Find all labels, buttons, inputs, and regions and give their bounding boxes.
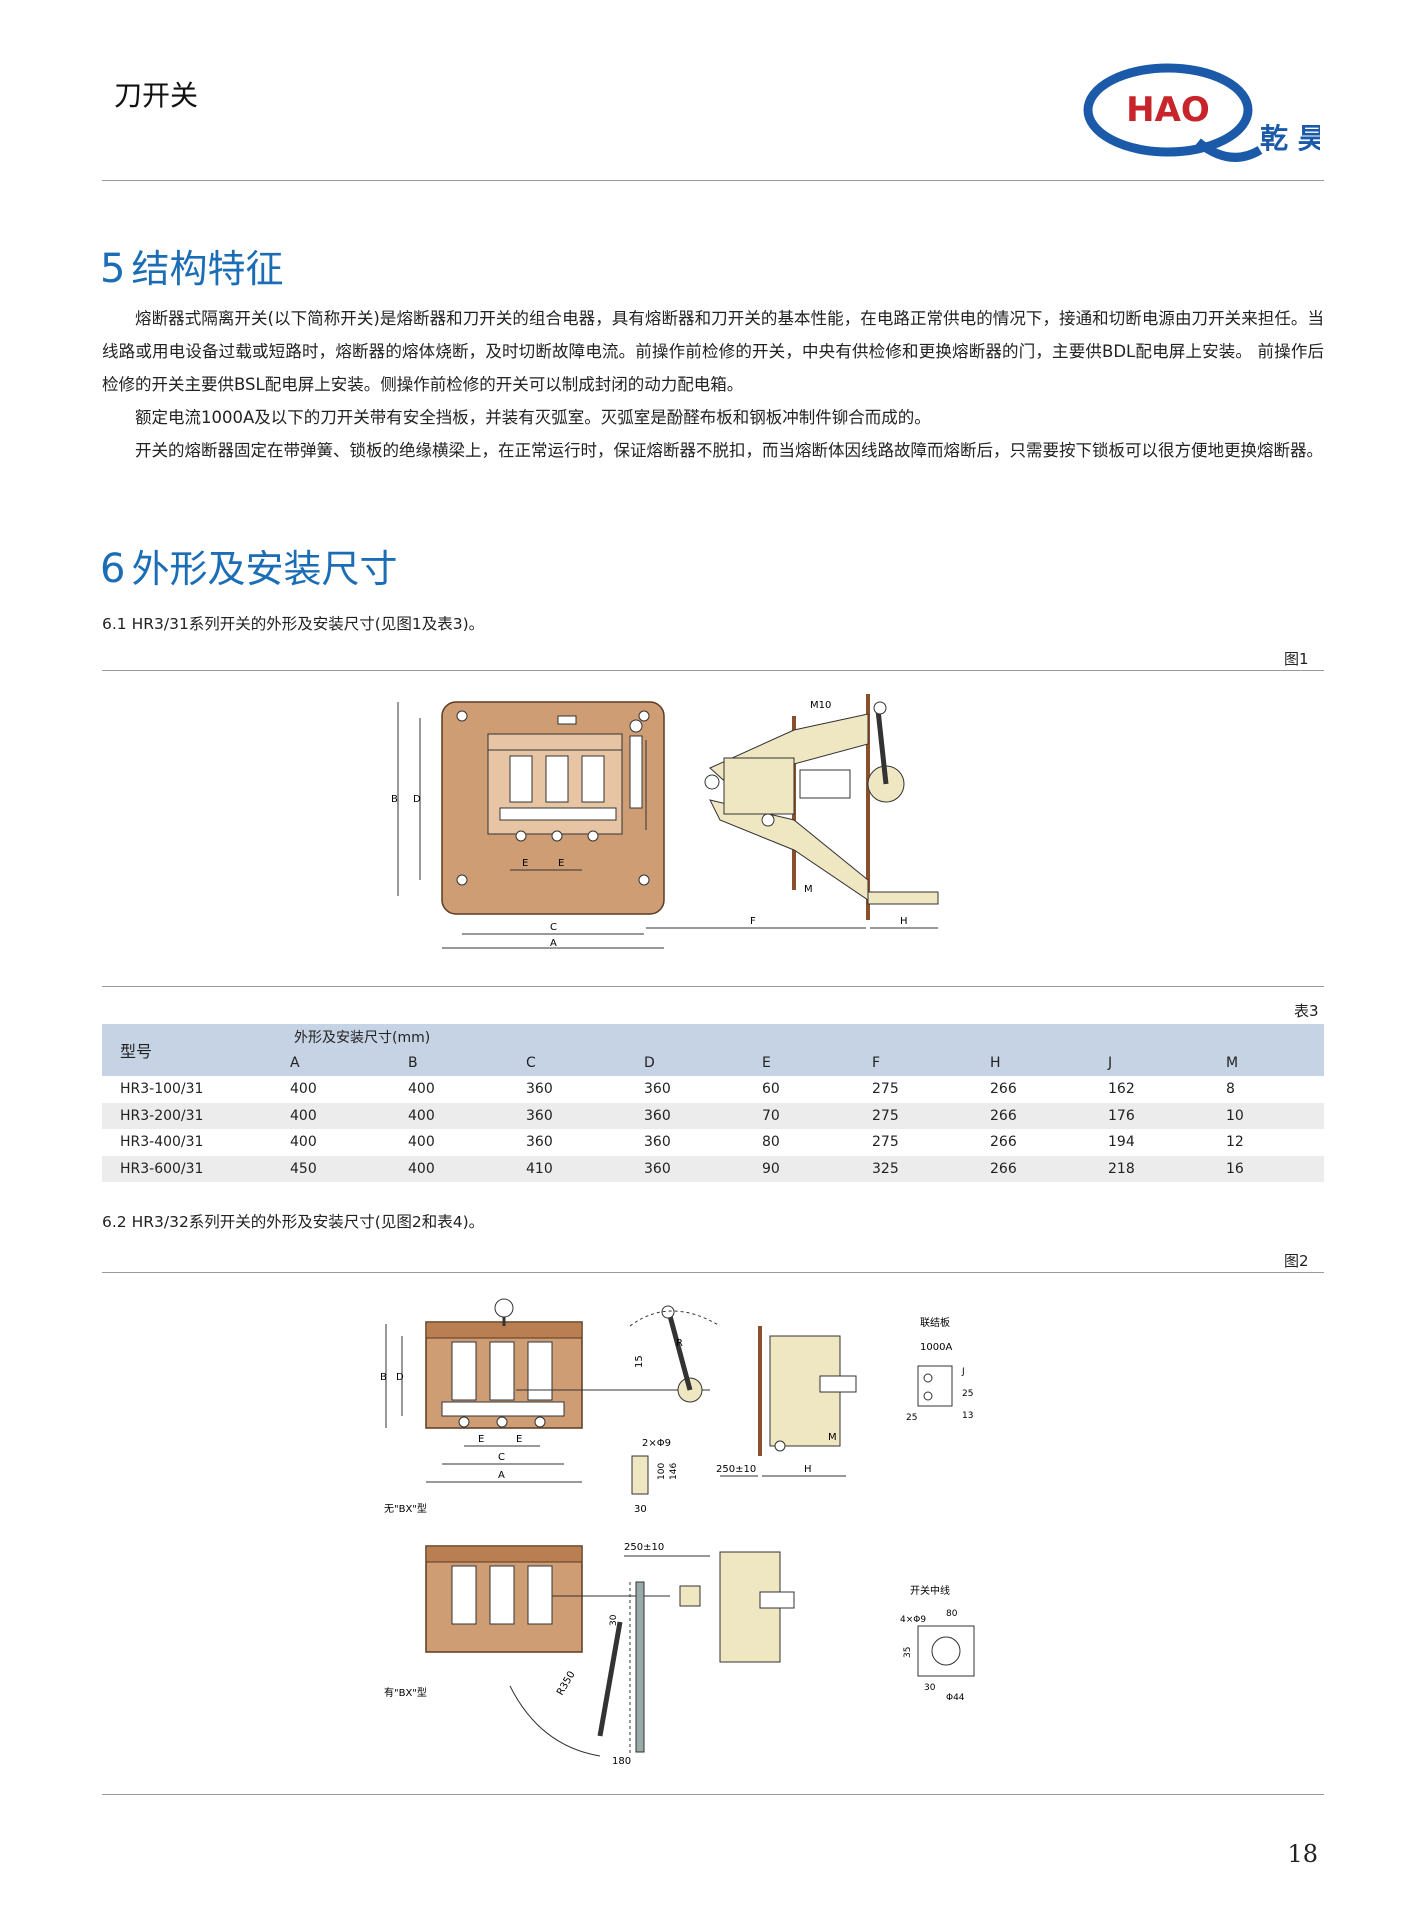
table-row: HR3-600/31 450 400 410 360 90 325 266 21…	[102, 1155, 1324, 1182]
column-group-header: 外形及安装尺寸(mm)	[290, 1024, 1324, 1050]
svg-text:15: 15	[634, 1355, 645, 1368]
svg-text:M: M	[804, 884, 813, 895]
table-row: HR3-200/31 400 400 360 360 70 275 266 17…	[102, 1102, 1324, 1129]
svg-text:有"BX"型: 有"BX"型	[384, 1686, 427, 1699]
svg-text:250±10: 250±10	[624, 1542, 664, 1553]
column-header: A	[290, 1050, 408, 1076]
svg-text:2×Φ9: 2×Φ9	[642, 1438, 671, 1449]
svg-text:13: 13	[962, 1411, 973, 1421]
svg-text:30: 30	[634, 1504, 647, 1515]
column-header-model: 型号	[102, 1024, 290, 1076]
table-3-label: 表3	[1294, 1002, 1319, 1020]
figure-2-top-rule	[102, 1272, 1324, 1273]
column-header: H	[990, 1050, 1108, 1076]
paragraph: 熔断器式隔离开关(以下简称开关)是熔断器和刀开关的组合电器，具有熔断器和刀开关的…	[102, 309, 1324, 394]
figure-2-drawing: B D E E C A 无"BX"型 15 R 2×Φ9 100 146 30 …	[380, 1286, 1060, 1767]
figure-1-drawing: B D E E C A M10 M F H	[390, 690, 1040, 950]
svg-text:开关中线: 开关中线	[910, 1584, 950, 1597]
table-row: HR3-400/31 400 400 360 360 80 275 266 19…	[120, 1134, 1244, 1151]
svg-text:D: D	[396, 1372, 404, 1383]
svg-text:B: B	[391, 794, 398, 805]
logo-brand: 乾 昊	[1260, 122, 1320, 155]
svg-text:R: R	[676, 1338, 683, 1349]
column-header: F	[872, 1050, 990, 1076]
svg-text:80: 80	[946, 1609, 958, 1619]
svg-text:J: J	[961, 1367, 965, 1377]
svg-text:4×Φ9: 4×Φ9	[900, 1615, 926, 1625]
column-header: E	[762, 1050, 872, 1076]
column-header: D	[644, 1050, 762, 1076]
figure-1-label: 图1	[1284, 650, 1309, 668]
svg-text:E: E	[478, 1434, 484, 1445]
column-header: B	[408, 1050, 526, 1076]
table-3: 型号 外形及安装尺寸(mm) A B C D E F H J M HR3-100…	[102, 1024, 1324, 1182]
paragraph: 开关的熔断器固定在带弹簧、锁板的绝缘横梁上，在正常运行时，保证熔断器不脱扣，而当…	[135, 441, 1323, 460]
svg-text:30: 30	[924, 1683, 936, 1693]
figure-1-top-rule	[102, 670, 1324, 671]
table-row: HR3-100/31 400 400 360 360 60 275 266 16…	[120, 1081, 1235, 1098]
figure-1-bottom-rule	[102, 986, 1324, 987]
svg-text:100: 100	[657, 1463, 667, 1480]
page-number: 18	[1287, 1840, 1318, 1868]
svg-text:35: 35	[903, 1647, 913, 1658]
header-divider	[102, 180, 1324, 181]
column-header: M	[1226, 1050, 1324, 1076]
svg-text:C: C	[498, 1452, 505, 1463]
logo-letters: HAO	[1126, 90, 1210, 130]
figure-2-label: 图2	[1284, 1252, 1309, 1270]
table-header-row-1: 型号 外形及安装尺寸(mm)	[102, 1024, 1324, 1076]
section-5-body: 熔断器式隔离开关(以下简称开关)是熔断器和刀开关的组合电器，具有熔断器和刀开关的…	[102, 302, 1324, 467]
svg-text:30: 30	[609, 1614, 619, 1626]
svg-text:25: 25	[962, 1389, 973, 1399]
brand-logo: HAO 乾 昊	[1080, 58, 1326, 168]
svg-text:E: E	[522, 858, 528, 869]
svg-text:25: 25	[906, 1413, 917, 1423]
svg-text:F: F	[750, 916, 756, 927]
svg-text:D: D	[413, 794, 421, 805]
svg-text:联结板: 联结板	[920, 1316, 950, 1329]
subsection-6-2: 6.2 HR3/32系列开关的外形及安装尺寸(见图2和表4)。	[102, 1213, 485, 1231]
svg-text:Φ44: Φ44	[946, 1693, 965, 1703]
svg-text:A: A	[550, 938, 557, 949]
svg-text:H: H	[804, 1464, 812, 1475]
page-header-title: 刀开关	[114, 79, 199, 112]
svg-text:A: A	[498, 1470, 505, 1481]
svg-text:R350: R350	[555, 1669, 578, 1697]
svg-text:180: 180	[612, 1756, 631, 1766]
svg-text:M: M	[828, 1432, 837, 1443]
column-header: J	[1108, 1050, 1226, 1076]
svg-text:无"BX"型: 无"BX"型	[384, 1502, 427, 1515]
column-header: C	[526, 1050, 644, 1076]
svg-text:H: H	[900, 916, 908, 927]
paragraph: 额定电流1000A及以下的刀开关带有安全挡板，并装有灭弧室。灭弧室是酚醛布板和钢…	[135, 408, 931, 427]
svg-text:B: B	[380, 1372, 387, 1383]
figure-2-bottom-rule	[102, 1794, 1324, 1795]
table-header-row-2: A B C D E F H J M	[102, 1050, 1324, 1076]
svg-text:E: E	[516, 1434, 522, 1445]
svg-text:C: C	[550, 922, 557, 933]
svg-text:E: E	[558, 858, 564, 869]
svg-text:250±10: 250±10	[716, 1464, 756, 1475]
svg-text:146: 146	[669, 1463, 679, 1480]
subsection-6-1: 6.1 HR3/31系列开关的外形及安装尺寸(见图1及表3)。	[102, 615, 485, 633]
svg-text:M10: M10	[810, 700, 831, 711]
svg-text:1000A: 1000A	[920, 1342, 952, 1353]
